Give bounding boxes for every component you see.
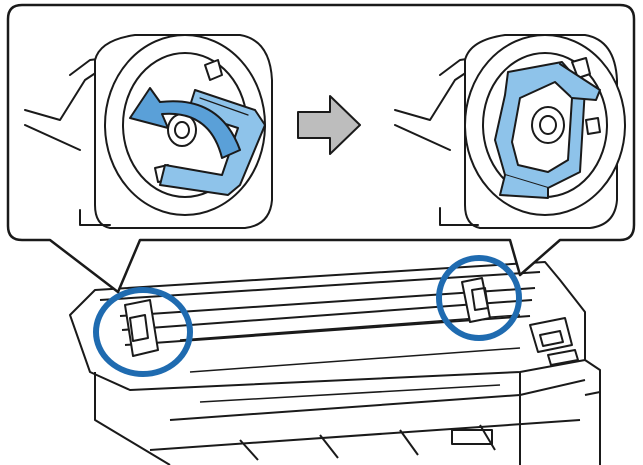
printer (69, 261, 601, 465)
holder-closeup-after (394, 34, 626, 229)
highlight-rings (93, 255, 522, 377)
curved-arrow-icon (129, 87, 241, 159)
right-holder-ring (436, 255, 522, 341)
right-arrow-icon (297, 95, 361, 155)
holder-closeup-before (24, 34, 273, 229)
left-holder-ring (93, 287, 193, 377)
